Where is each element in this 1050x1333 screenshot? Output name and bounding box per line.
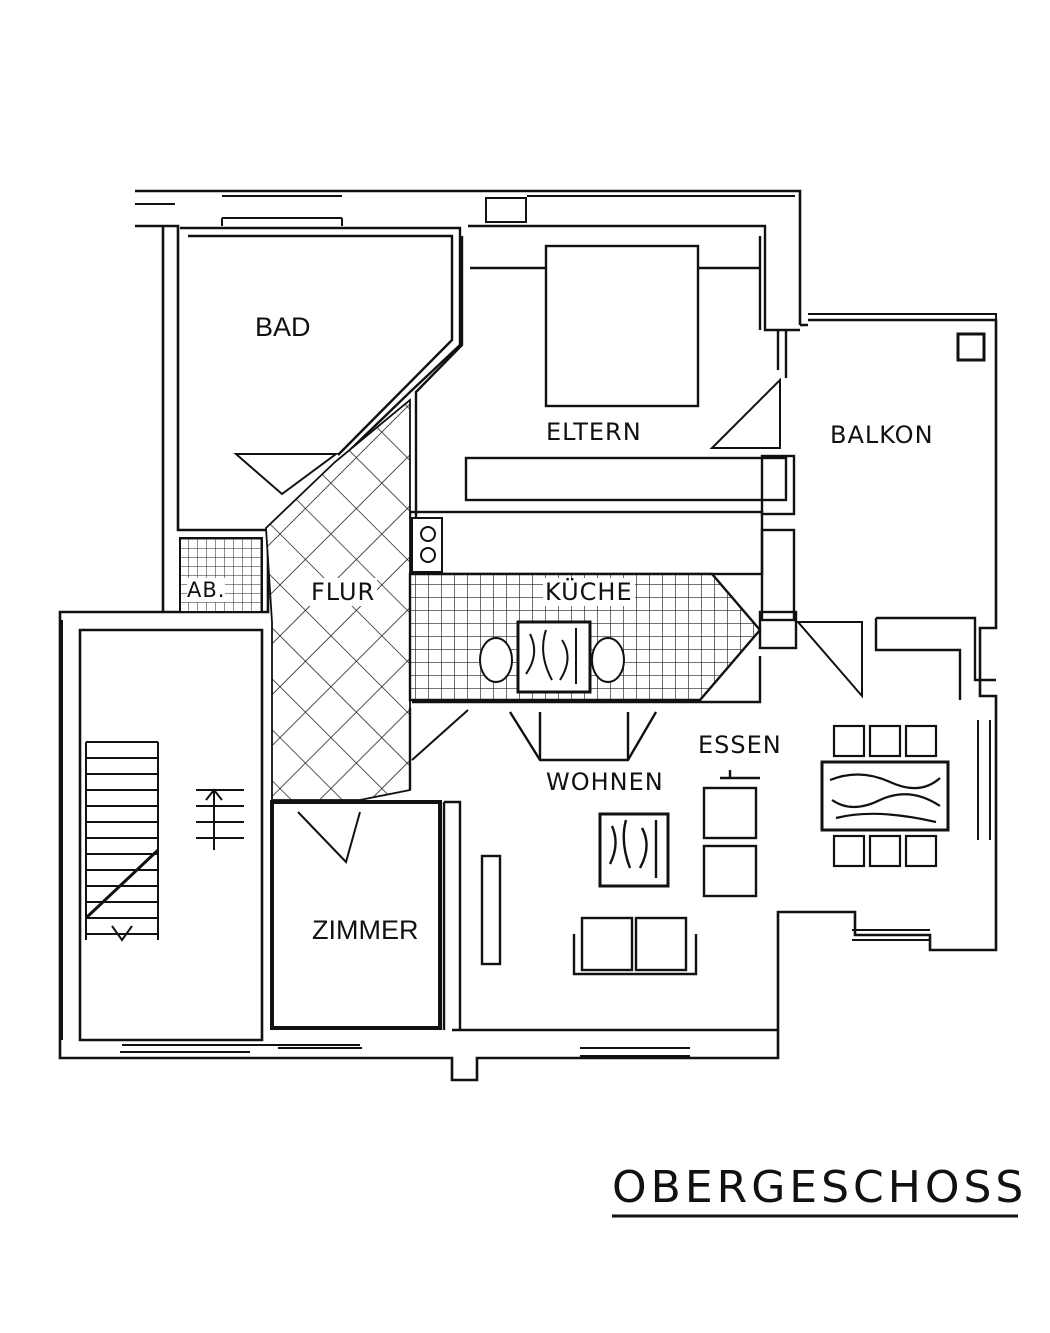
room-label-essen: ESSEN <box>698 731 782 759</box>
essen-furniture <box>820 724 950 868</box>
room-label-flur: FLUR <box>309 578 378 606</box>
room-label-wohnen: WOHNEN <box>546 768 664 796</box>
staircase <box>61 620 244 1040</box>
room-label-eltern: ELTERN <box>546 418 642 446</box>
room-label-bad: BAD <box>255 312 311 342</box>
kueche-counter <box>411 517 625 694</box>
zimmer-room <box>270 800 442 1030</box>
living-walls <box>408 656 778 1032</box>
floor-title: OBERGESCHOSS <box>612 1162 1028 1213</box>
room-label-ab: AB. <box>187 578 226 602</box>
window-marks <box>120 195 991 1057</box>
room-label-kueche: KÜCHE <box>543 578 635 606</box>
eltern-bed <box>470 244 760 408</box>
balcony <box>808 313 997 612</box>
room-label-balkon: BALKON <box>830 421 934 449</box>
room-label-zimmer: ZIMMER <box>312 915 419 945</box>
wohnen-furniture <box>480 786 758 976</box>
